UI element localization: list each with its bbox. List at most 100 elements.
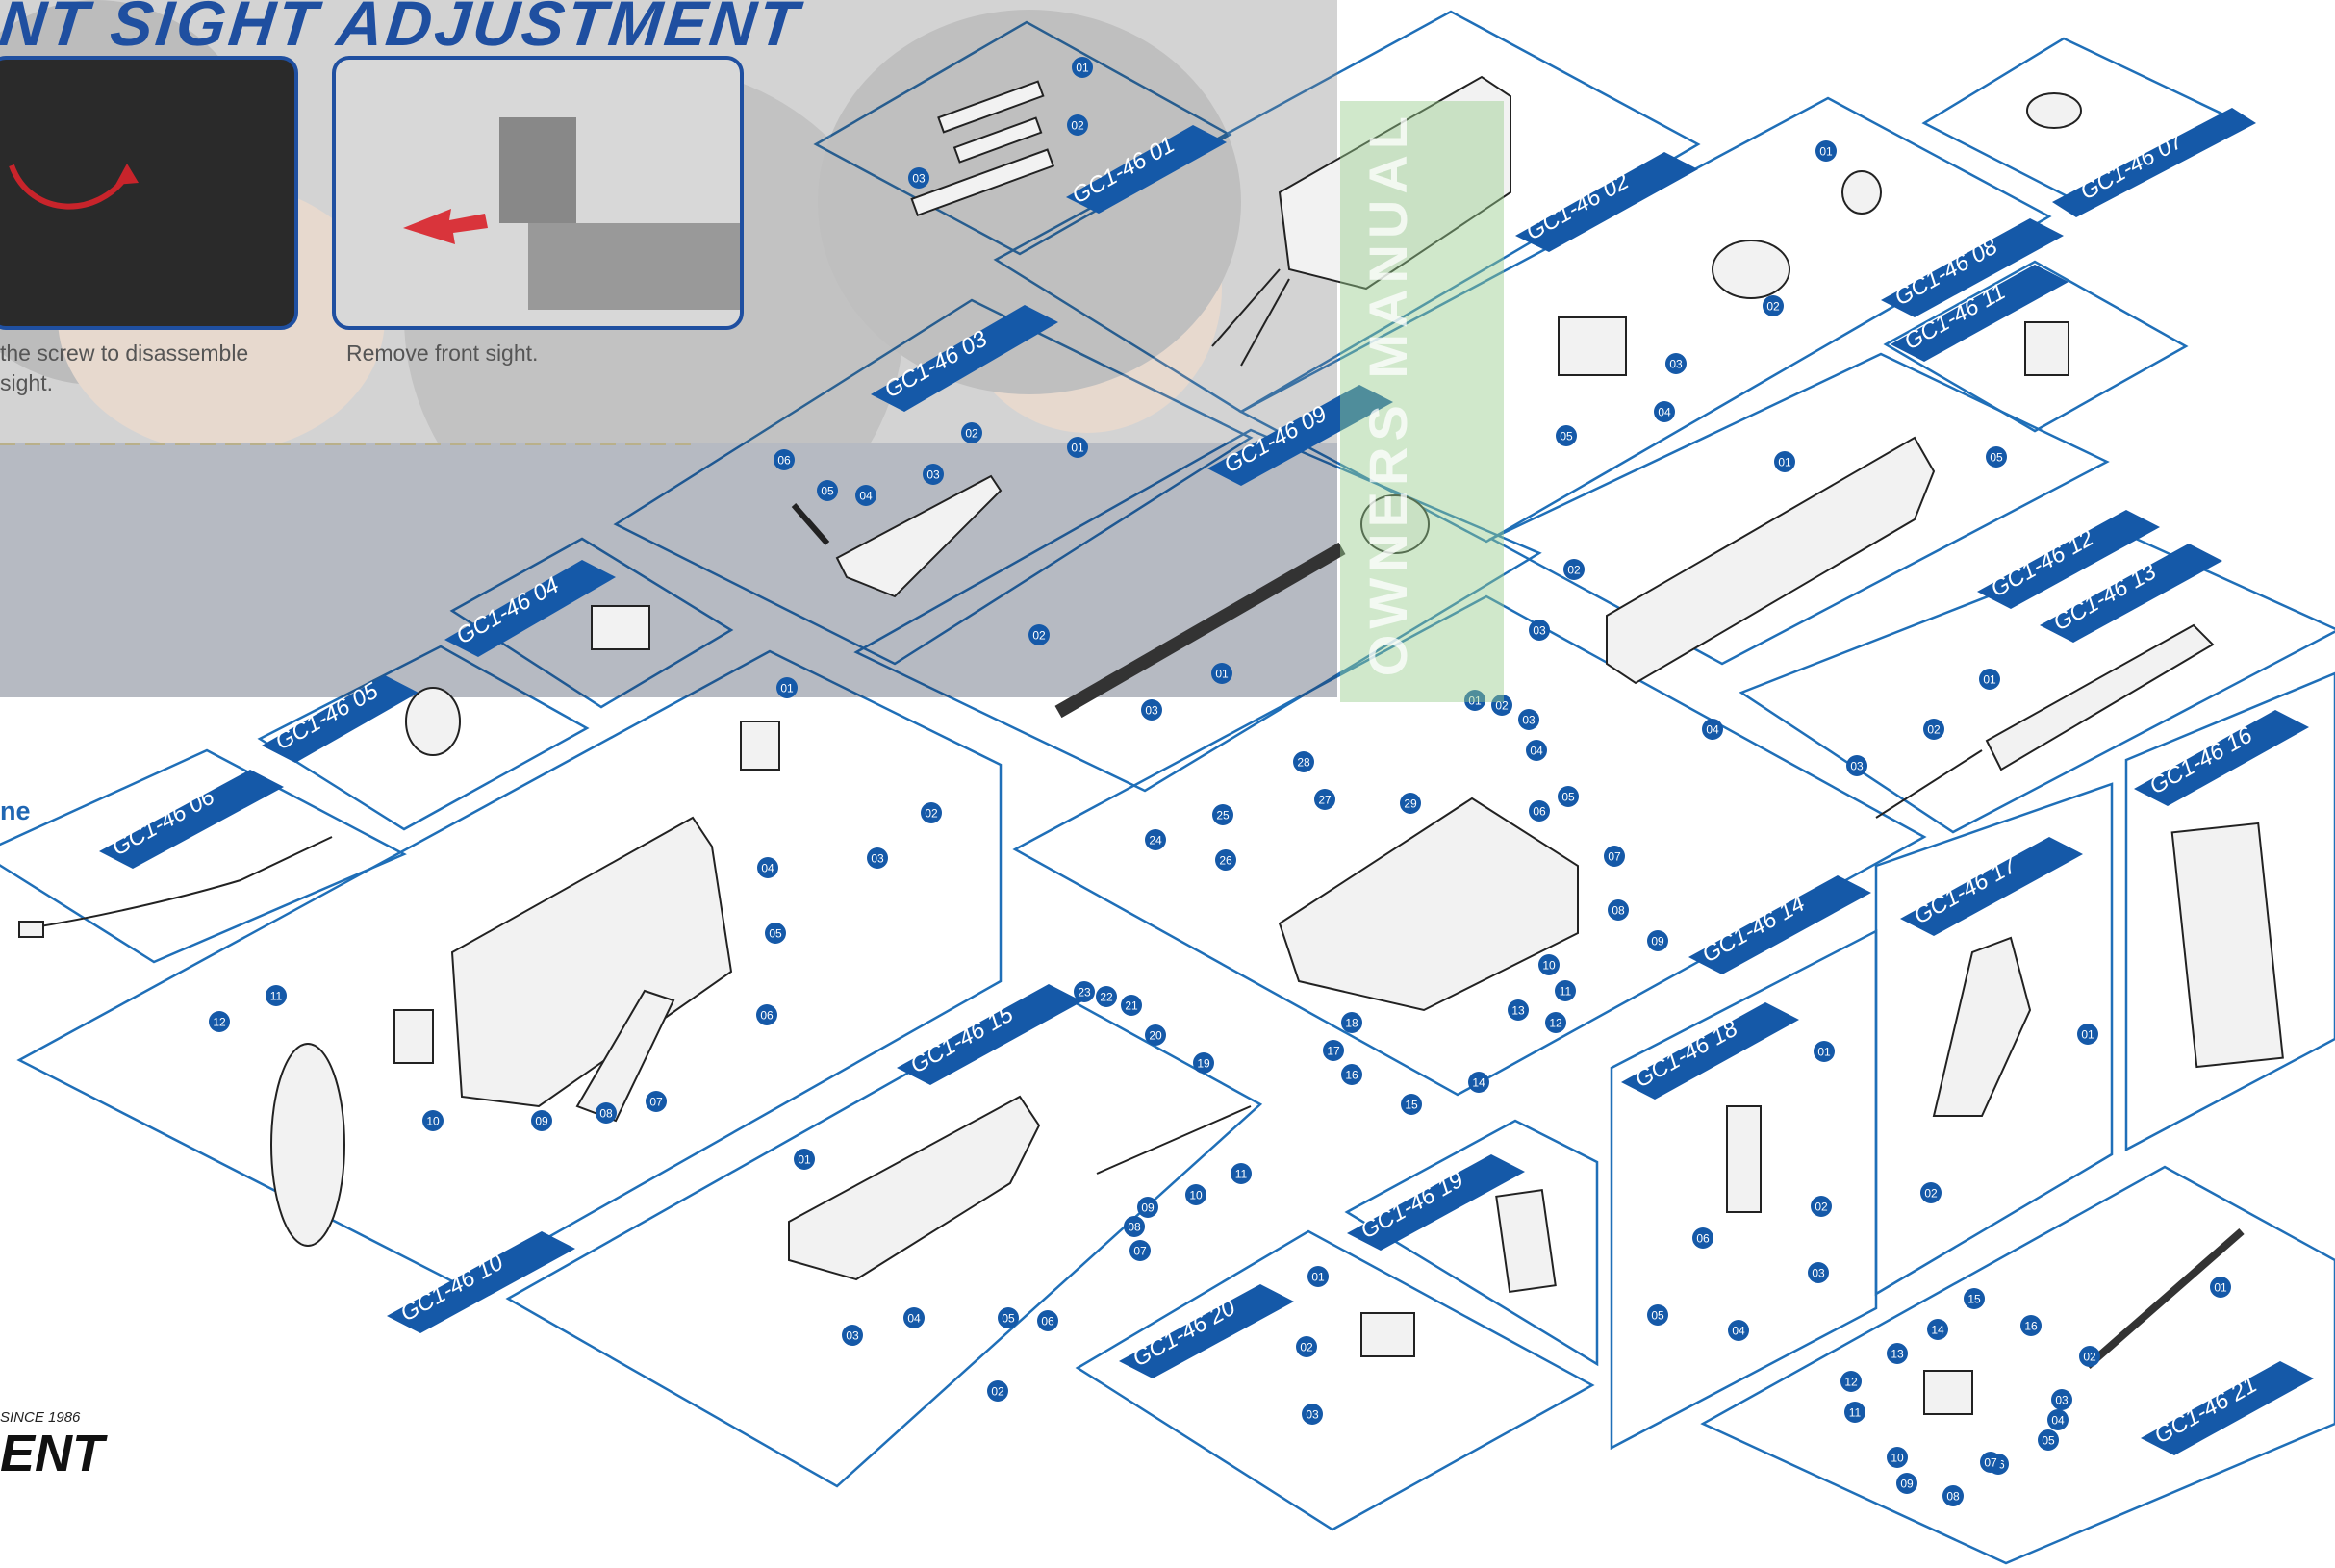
callout-p13-03-circle [1846, 755, 1867, 776]
callout-p15-04: 04 [907, 1312, 921, 1326]
callout-p10-05-circle [765, 923, 786, 944]
callout-p13-02: 02 [1927, 723, 1941, 737]
callout-p14-04: 04 [1530, 745, 1543, 758]
callout-p01-01: 01 [1076, 62, 1089, 75]
callout-p08-01-circle [1815, 140, 1837, 162]
callout-p03-01-circle [1067, 437, 1088, 458]
callout-p15-02-circle [987, 1380, 1008, 1402]
callout-p17-01: 01 [2081, 1028, 2094, 1042]
callout-p14-10: 10 [1542, 959, 1556, 973]
callout-p10-10: 10 [426, 1115, 440, 1128]
tab-p19 [1347, 1154, 1525, 1251]
callout-p15-10-circle [1185, 1184, 1206, 1205]
photo-caption-2: Remove front sight. [346, 341, 539, 366]
callout-p10-04: 04 [761, 862, 774, 875]
callout-p10-06: 06 [760, 1009, 774, 1023]
callout-p18-04: 04 [1732, 1325, 1745, 1338]
callout-p15-05-circle [998, 1307, 1019, 1328]
callout-p14-08: 08 [1612, 904, 1625, 918]
callout-p12-02-circle [1563, 559, 1585, 580]
hop-up-rod-drawing [1096, 1105, 1252, 1175]
callout-p12-03-circle [1529, 620, 1550, 641]
panel-frame-p01 [813, 20, 1232, 256]
watermark-text: OWNERS MANUAL [1358, 111, 1418, 677]
callout-p21-07: 07 [1984, 1456, 1997, 1470]
callout-p15-03-circle [842, 1325, 863, 1346]
callout-p09-03-circle [1141, 699, 1162, 721]
callout-p10-04-circle [757, 857, 778, 878]
callout-p18-03: 03 [1812, 1267, 1825, 1280]
callout-p14-19: 19 [1197, 1057, 1210, 1071]
callout-p09-02-circle [1028, 624, 1050, 645]
thread-protector-drawing [1841, 170, 1882, 215]
callout-p21-16: 16 [2024, 1320, 2038, 1333]
tab-p12 [1977, 510, 2160, 609]
panel-frame-p03 [613, 298, 1254, 666]
callout-p21-07-circle [1980, 1452, 2001, 1473]
callout-p10-02: 02 [925, 807, 938, 821]
panel-frame-p14 [1012, 594, 1927, 1097]
callout-p20-03-circle [1302, 1404, 1323, 1425]
callout-p14-03-circle [1518, 709, 1539, 730]
callout-p21-09-circle [1896, 1473, 1917, 1494]
callout-p08-05: 05 [1560, 430, 1573, 443]
magazine-drawing [2170, 822, 2284, 1069]
callout-p03-04: 04 [859, 490, 873, 503]
tab-p14 [1688, 875, 1871, 974]
callout-p21-14-circle [1927, 1319, 1948, 1340]
callout-p18-02-circle [1811, 1196, 1832, 1217]
callout-p21-14: 14 [1931, 1324, 1944, 1337]
lower-receiver-drawing [1278, 797, 1579, 1012]
barrel-nut-drawing [1360, 494, 1430, 554]
callout-p15-05: 05 [1002, 1312, 1015, 1326]
callout-p14-08-circle [1608, 899, 1629, 921]
tab-p06 [99, 770, 284, 869]
callout-p14-17: 17 [1327, 1045, 1340, 1058]
photo-caption-1-line2: sight. [0, 370, 53, 395]
sling-plate-drawing [405, 687, 461, 756]
wire-drawing [28, 836, 333, 929]
callout-p14-11: 11 [1560, 985, 1572, 999]
callout-p15-06-circle [1037, 1310, 1058, 1331]
callout-p14-19-circle [1193, 1052, 1214, 1074]
page-title: NT SIGHT ADJUSTMENT [0, 0, 804, 59]
tab-p01 [1066, 125, 1227, 214]
callout-p14-01: 01 [1468, 695, 1482, 708]
callout-p14-24: 24 [1149, 834, 1162, 847]
callout-p21-10-circle [1887, 1447, 1908, 1468]
tab-p18 [1621, 1002, 1799, 1100]
callout-p15-08: 08 [1128, 1221, 1141, 1234]
callout-p08-04-circle [1654, 401, 1675, 422]
callout-p12-01-circle [1774, 451, 1795, 472]
callout-p17-01-circle [2077, 1024, 2098, 1045]
callout-p21-04: 04 [2051, 1414, 2065, 1428]
callout-p14-01-circle [1464, 690, 1485, 711]
callout-p14-23-circle [1074, 981, 1095, 1002]
callout-p15-09-circle [1137, 1197, 1158, 1218]
callout-p21-05-circle [2038, 1429, 2059, 1451]
panel-frame-p05 [257, 645, 590, 831]
callout-p14-25: 25 [1216, 809, 1230, 822]
callout-p14-04-circle [1526, 740, 1547, 761]
photo-disassemble-screw [0, 56, 298, 330]
callout-p03-03-circle [923, 464, 944, 485]
tab-p10 [387, 1231, 575, 1333]
callout-p21-02: 02 [2083, 1351, 2096, 1364]
callout-p14-24-circle [1145, 829, 1166, 850]
callout-p01-03-circle [908, 167, 929, 189]
callout-p10-01-circle [776, 677, 798, 698]
sling-swivel-drawing [2026, 92, 2082, 129]
panel-frames [0, 10, 2335, 1565]
callout-p14-11-circle [1555, 980, 1576, 1001]
callout-p01-02: 02 [1071, 119, 1084, 133]
handguard-drawing [1606, 436, 1936, 685]
callout-p01-03: 03 [912, 172, 926, 186]
tab-p05 [262, 675, 419, 763]
tab-p02 [1515, 152, 1698, 252]
callout-p13-03: 03 [1850, 760, 1864, 773]
callout-p14-16-circle [1341, 1064, 1362, 1085]
arrow-rotate-icon [9, 164, 139, 210]
callout-p10-10-circle [422, 1110, 444, 1131]
callout-p14-28-circle [1293, 751, 1314, 772]
callout-p13-01-circle [1979, 669, 2000, 690]
